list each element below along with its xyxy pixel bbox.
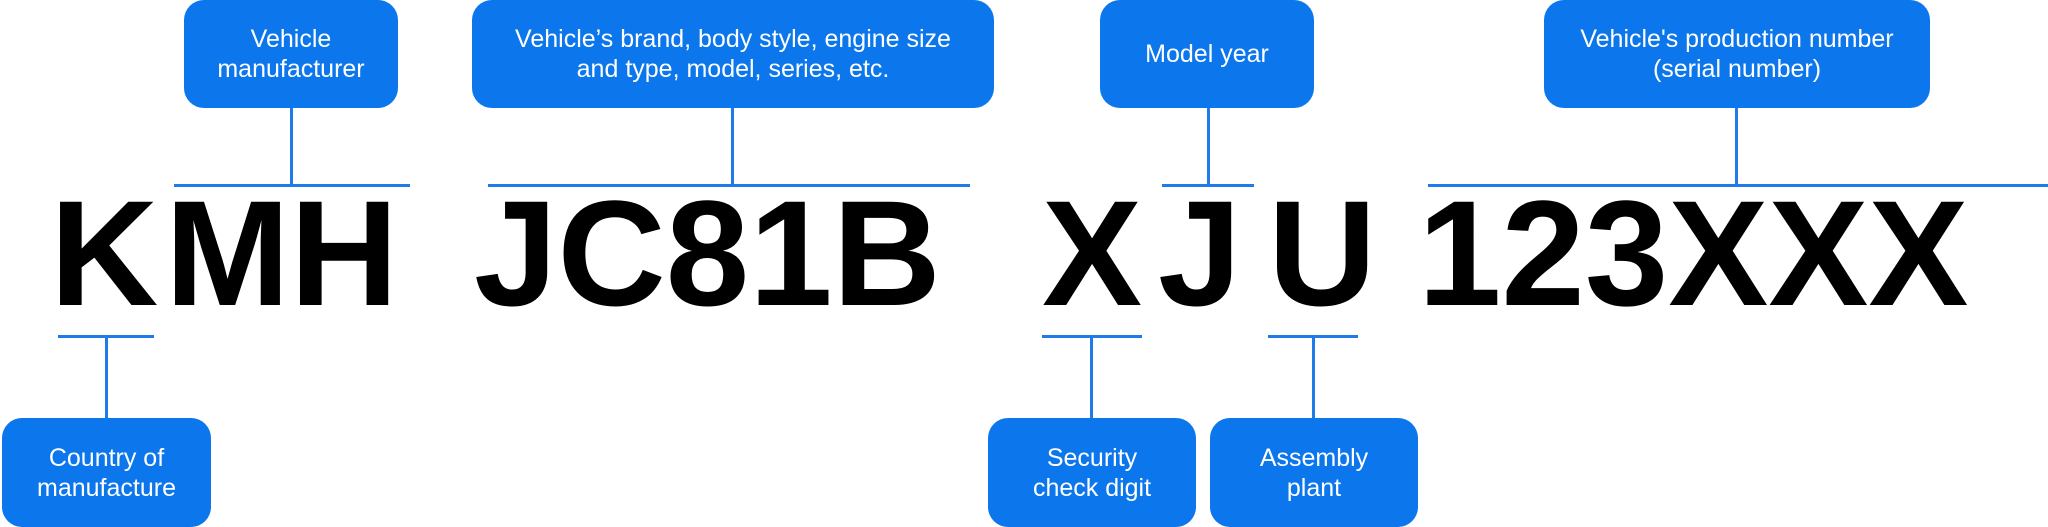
model-year-connector <box>1207 108 1210 185</box>
vin-assembly-plant: U <box>1268 169 1377 337</box>
vin-country-code: K <box>50 169 159 337</box>
country-connector <box>105 336 108 418</box>
model-year-bracket <box>1162 184 1254 187</box>
vehicle-manufacturer-label: Vehicle manufacturer <box>184 0 398 108</box>
vin-model-year: J <box>1158 169 1242 337</box>
vehicle-descriptor-bracket <box>488 184 970 187</box>
vehicle-descriptor-label: Vehicle’s brand, body style, engine size… <box>472 0 994 108</box>
vehicle-descriptor-connector <box>731 108 734 185</box>
country-of-manufacture-label: Country of manufacture <box>2 418 211 527</box>
security-check-digit-label: Security check digit <box>988 418 1196 527</box>
vehicle-manufacturer-bracket <box>174 184 410 187</box>
vin-serial-number: 123XXX <box>1418 169 1969 337</box>
assembly-plant-connector <box>1312 336 1315 418</box>
vin-descriptor-section: JC81B <box>474 169 941 337</box>
vin-check-digit: X <box>1042 169 1143 337</box>
check-digit-connector <box>1090 336 1093 418</box>
serial-number-connector <box>1735 108 1738 185</box>
vehicle-manufacturer-connector <box>290 108 293 185</box>
model-year-label: Model year <box>1100 0 1314 108</box>
assembly-plant-label: Assembly plant <box>1210 418 1418 527</box>
serial-number-label: Vehicle's production number (serial numb… <box>1544 0 1930 108</box>
serial-number-bracket <box>1428 184 2048 187</box>
vin-manufacturer-code: MH <box>165 169 399 337</box>
